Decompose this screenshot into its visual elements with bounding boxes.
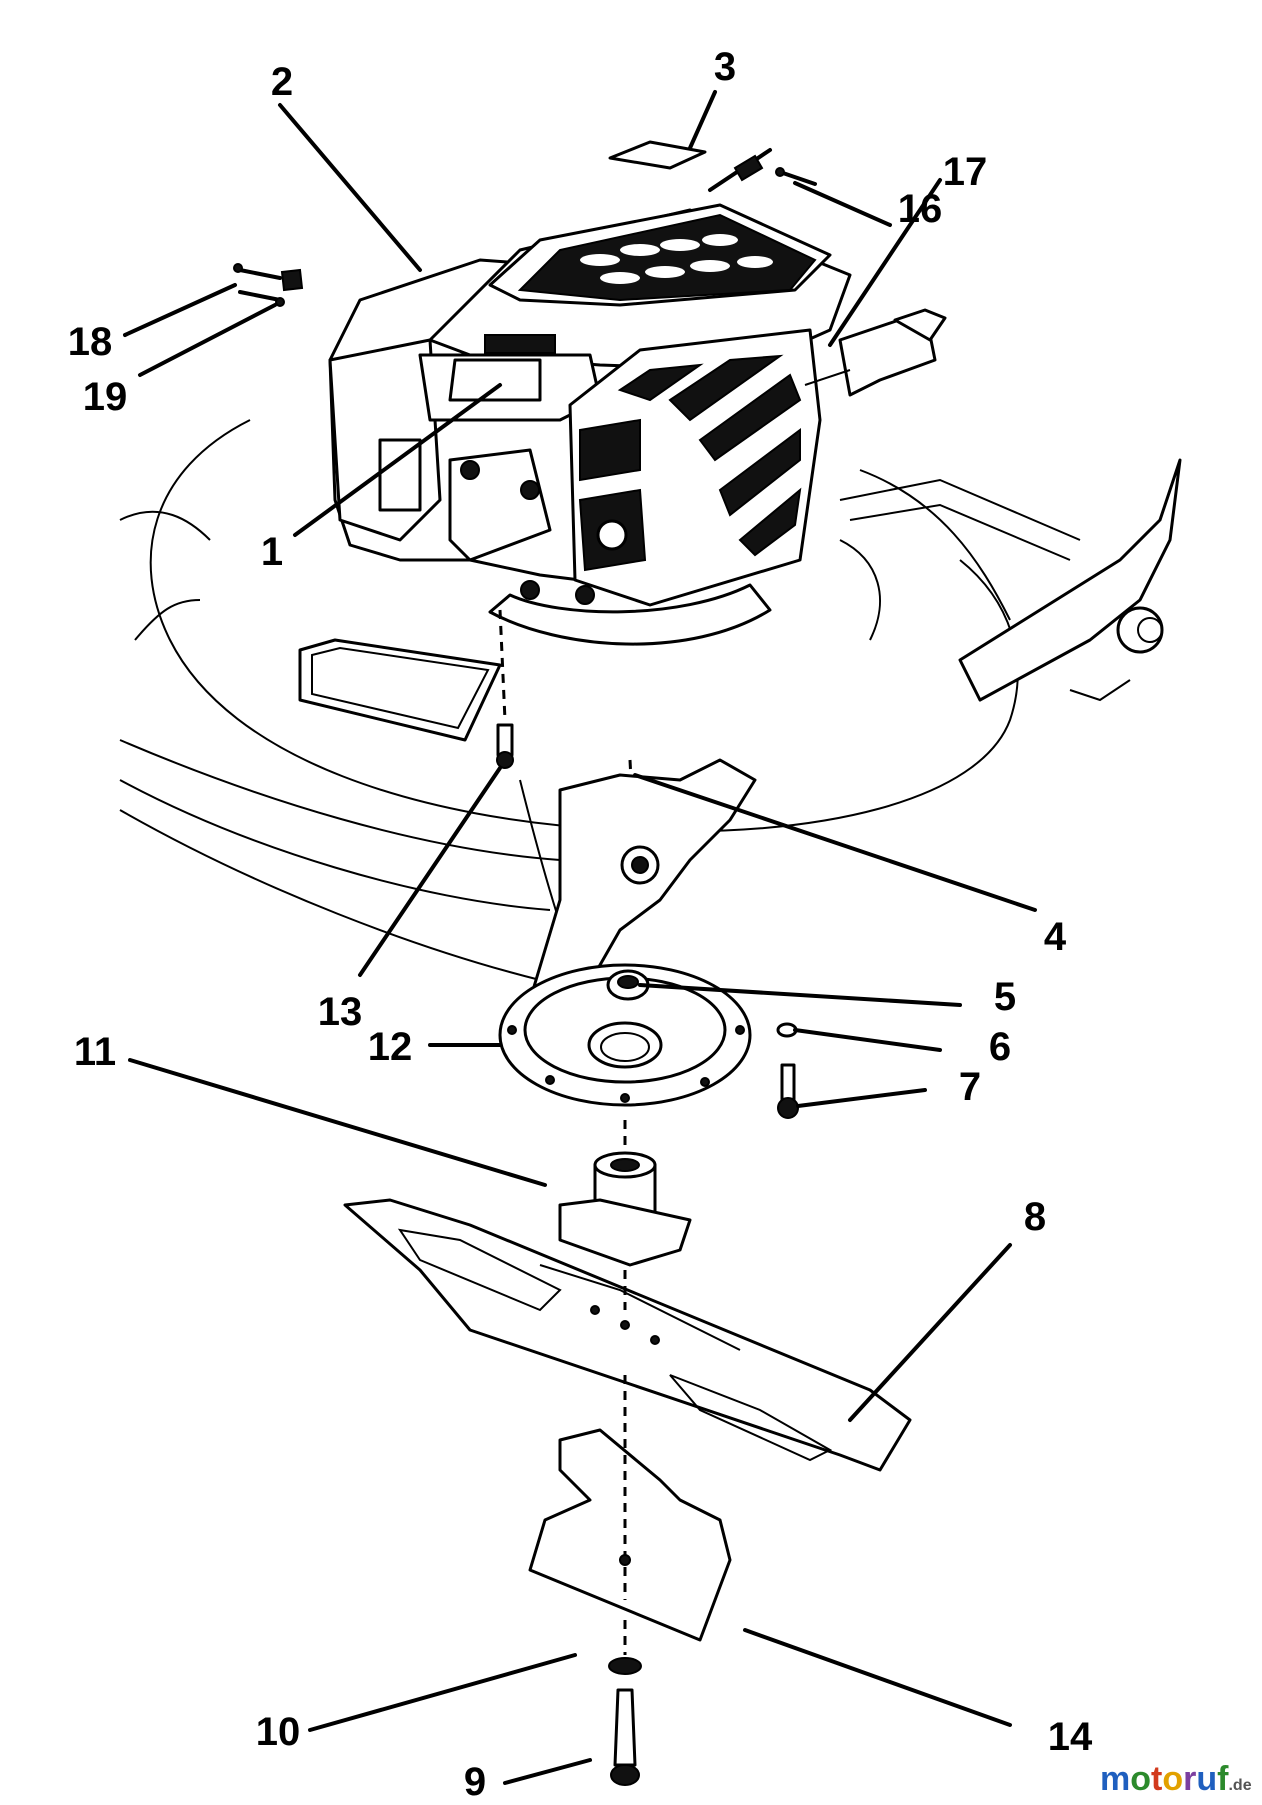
- nut-part-5: [606, 969, 650, 1001]
- leader-3: [688, 90, 717, 150]
- callout-3: 3: [714, 45, 736, 89]
- callout-13: 13: [318, 990, 363, 1034]
- bolt-part-13: [496, 609, 514, 769]
- screw-washer-parts-18-19: [233, 263, 304, 307]
- leader-11: [128, 1058, 547, 1187]
- callout-19: 19: [83, 375, 128, 419]
- mounting-plate-part-12: [498, 963, 752, 1107]
- callout-18: 18: [68, 320, 113, 364]
- blade-insert-part-14: [528, 1375, 732, 1642]
- label-part-3: [608, 140, 707, 170]
- leader-18: [123, 283, 237, 337]
- callout-2: 2: [271, 60, 293, 104]
- leader-8: [848, 1243, 1012, 1422]
- wm-char: u: [1196, 1760, 1217, 1798]
- callout-8: 8: [1024, 1195, 1046, 1239]
- leader-4: [633, 773, 1037, 912]
- leader-10: [308, 1653, 577, 1732]
- mower-deck: [119, 419, 1019, 981]
- muffler: [568, 328, 822, 607]
- washer-part-10: [608, 1620, 642, 1675]
- blade-bolt-part-9: [610, 1688, 640, 1786]
- leader-16: [793, 181, 892, 227]
- bolt-part-7: [777, 1063, 799, 1119]
- watermark: motoruf.de: [1100, 1760, 1252, 1798]
- watermark-suffix: .de: [1228, 1777, 1251, 1794]
- leader-19: [138, 303, 277, 377]
- engine: [328, 203, 947, 646]
- wm-char: o: [1130, 1760, 1151, 1798]
- spark-plug-part-16: [708, 148, 817, 192]
- wm-char: o: [1162, 1760, 1183, 1798]
- air-cleaner-grille: [517, 213, 817, 302]
- callout-9: 9: [464, 1760, 486, 1800]
- callout-10: 10: [256, 1710, 301, 1754]
- callout-17: 17: [943, 150, 988, 194]
- leader-1: [293, 383, 502, 537]
- wm-char: r: [1183, 1760, 1196, 1798]
- leader-17: [828, 178, 942, 347]
- callout-7: 7: [959, 1065, 981, 1109]
- callout-12: 12: [368, 1025, 413, 1069]
- callout-16: 16: [898, 187, 943, 231]
- callout-5: 5: [994, 975, 1016, 1019]
- wm-char: m: [1100, 1760, 1130, 1798]
- callout-labels: 2 3 17 16 18 19 1 4 5 6 7 8 11 12 13 10 …: [68, 45, 1093, 1804]
- callout-14: 14: [1048, 1715, 1093, 1759]
- leader-lines: [123, 90, 1037, 1785]
- watermark-logo: motoruf.de: [1100, 1760, 1252, 1798]
- leader-13: [358, 766, 502, 977]
- rear-axle-bracket: [839, 458, 1182, 702]
- leader-9: [503, 1758, 592, 1785]
- leader-2: [278, 103, 422, 272]
- leader-5: [638, 983, 962, 1007]
- leader-7: [796, 1088, 927, 1108]
- callout-4: 4: [1044, 915, 1067, 959]
- callout-6: 6: [989, 1025, 1011, 1069]
- wm-char: f: [1217, 1760, 1229, 1798]
- callout-11: 11: [74, 1030, 116, 1074]
- blade-part-8: [343, 1198, 912, 1472]
- leader-6: [793, 1028, 942, 1052]
- blade-adapter-part-11: [558, 1120, 692, 1267]
- callout-1: 1: [261, 530, 283, 574]
- leader-14: [743, 1628, 1012, 1727]
- wm-char: t: [1151, 1760, 1162, 1798]
